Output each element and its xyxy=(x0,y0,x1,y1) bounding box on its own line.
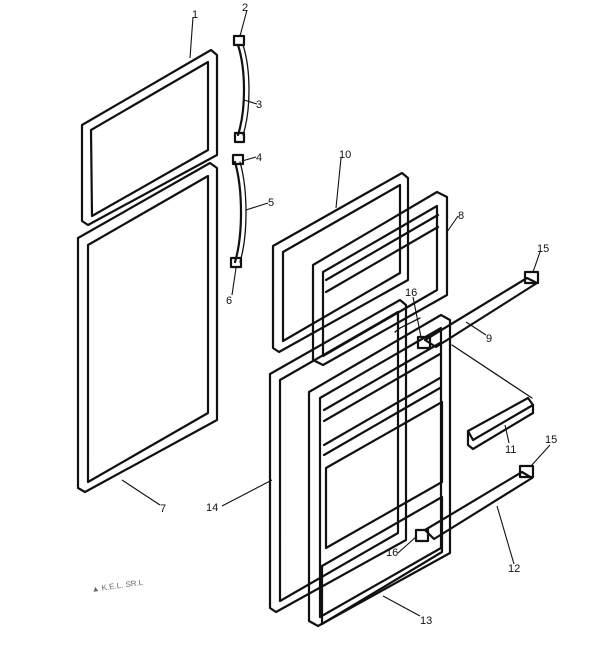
label-2: 2 xyxy=(242,2,248,14)
label-12: 12 xyxy=(508,563,520,575)
lower-bar-end-cap xyxy=(518,464,535,479)
upper-handle-cap-bottom xyxy=(233,131,246,144)
label-1: 1 xyxy=(192,9,198,21)
part-labels: 1 2 3 4 5 6 7 8 9 10 11 12 13 14 15 15 1… xyxy=(160,2,557,627)
label-7: 7 xyxy=(160,503,166,515)
fresh-food-door-gasket xyxy=(268,298,408,614)
label-8: 8 xyxy=(458,210,464,222)
upper-door-gasket xyxy=(80,48,219,227)
label-4: 4 xyxy=(256,152,262,164)
door-shelf xyxy=(466,396,535,451)
lower-shelf-bar xyxy=(414,464,535,543)
label-10: 10 xyxy=(339,149,351,161)
upper-bar-end-cap xyxy=(523,270,540,285)
upper-handle xyxy=(232,34,250,144)
lower-door-gasket xyxy=(76,161,219,494)
faint-footer-text: ▲ K.E.L. SR.L xyxy=(91,578,144,594)
lower-handle-cap-top xyxy=(231,153,245,166)
label-11: 11 xyxy=(505,444,516,456)
label-14: 14 xyxy=(206,502,218,514)
freezer-door-gasket xyxy=(271,171,410,354)
label-6: 6 xyxy=(226,295,232,307)
door-panel xyxy=(320,495,444,626)
upper-shelf-bar xyxy=(416,270,540,350)
label-16-lower: 16 xyxy=(386,547,398,559)
lower-handle xyxy=(229,153,247,269)
lower-bar-start-cap xyxy=(414,528,430,543)
label-16-upper: 16 xyxy=(405,287,417,299)
label-15-lower: 15 xyxy=(545,434,557,446)
shelf-guide-line xyxy=(451,344,533,399)
label-15-upper: 15 xyxy=(537,243,549,255)
upper-handle-cap-top xyxy=(232,34,246,47)
lower-handle-cap-bottom xyxy=(229,256,243,269)
leader-lines xyxy=(121,9,551,617)
label-5: 5 xyxy=(268,197,274,209)
label-9: 9 xyxy=(486,333,492,345)
label-13: 13 xyxy=(420,615,432,627)
label-3: 3 xyxy=(256,99,262,111)
upper-bar-start-cap xyxy=(416,335,432,350)
